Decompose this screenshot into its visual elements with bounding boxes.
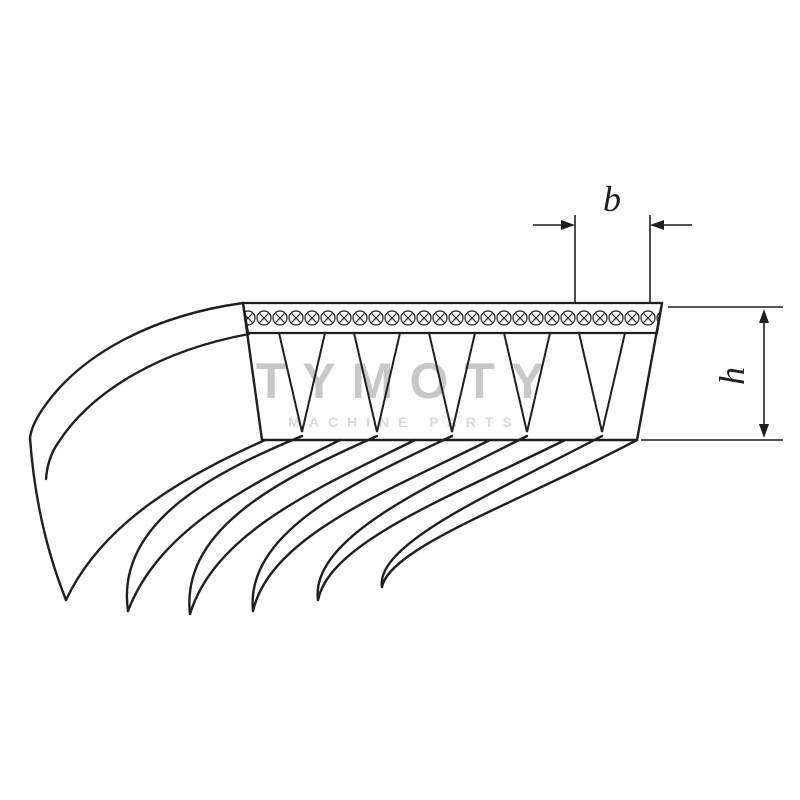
dimension-b-label: b [603, 179, 621, 219]
rib-groove-curve [188, 434, 379, 616]
rib-edge-curve [28, 436, 68, 602]
dimension-b: b [533, 179, 692, 302]
belt-back-inner-curve [44, 332, 251, 481]
belt-swept-ribs [28, 301, 639, 616]
arrowhead-down-icon [759, 424, 769, 438]
belt-groove [353, 332, 401, 433]
arrowhead-right-icon [561, 220, 575, 230]
belt-groove [578, 332, 626, 433]
rib-edge-curve [380, 438, 639, 589]
watermark: TYMOTY MACHINE PARTS [0, 352, 800, 430]
rib-groove-curve [125, 434, 304, 613]
belt-face-right-edge [635, 301, 664, 442]
belt-back-outer-curve [28, 301, 245, 440]
arrowhead-up-icon [759, 309, 769, 323]
rib-groove-curve [316, 434, 529, 602]
rib-edge-curve [188, 438, 417, 616]
belt-groove [278, 332, 326, 433]
belt-face-left-edge [241, 301, 264, 442]
rib-edge-curve [126, 438, 342, 613]
rib-edge-curve [316, 438, 567, 602]
watermark-brand-text: TYMOTY [255, 353, 561, 409]
belt-cross-section [241, 301, 664, 442]
rib-groove-curve [251, 434, 454, 613]
dimension-h: h [641, 306, 783, 441]
belt-top-band-crosshatch [241, 301, 664, 335]
rib-edge-curve [64, 438, 267, 602]
dimension-h-label: h [712, 367, 752, 385]
rib-edge-curve [251, 438, 492, 613]
arrowhead-left-icon [650, 220, 664, 230]
rib-groove-curve [380, 434, 604, 589]
belt-groove [503, 332, 551, 433]
belt-groove [428, 332, 476, 433]
